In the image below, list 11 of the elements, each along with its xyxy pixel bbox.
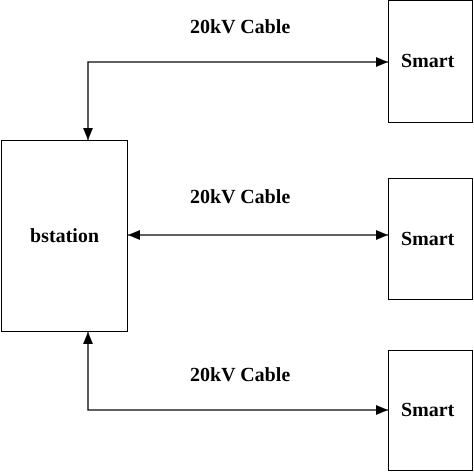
process-box — [1, 140, 128, 332]
double-arrow — [83, 332, 388, 415]
process-box — [388, 0, 473, 123]
node-label: Smart — [401, 228, 454, 250]
double-arrow — [83, 57, 388, 140]
process-box — [388, 178, 473, 300]
node-label: Smart — [401, 50, 454, 73]
node-label: Smart — [401, 399, 454, 422]
process-box — [388, 350, 473, 471]
node-label: bstation — [30, 224, 99, 248]
double-arrow — [128, 230, 388, 240]
